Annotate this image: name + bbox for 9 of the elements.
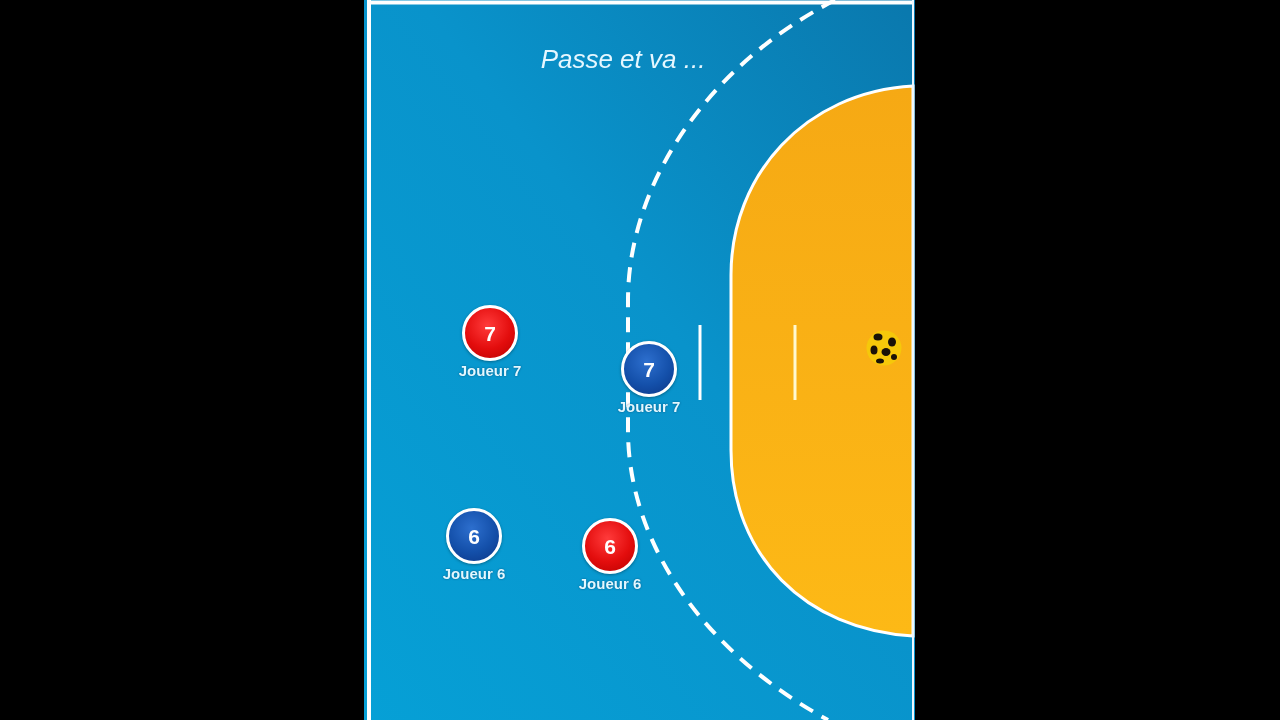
- player-label: Joueur 7: [617, 398, 681, 415]
- diagram-title: Passe et va ...: [540, 44, 706, 75]
- player-number: 7: [484, 322, 496, 344]
- player-number: 6: [468, 525, 480, 547]
- player-label: Joueur 6: [578, 575, 642, 592]
- player-number: 7: [643, 358, 655, 380]
- player-number: 6: [604, 535, 616, 557]
- player-label: Joueur 6: [442, 565, 506, 582]
- player-label: Joueur 7: [458, 362, 522, 379]
